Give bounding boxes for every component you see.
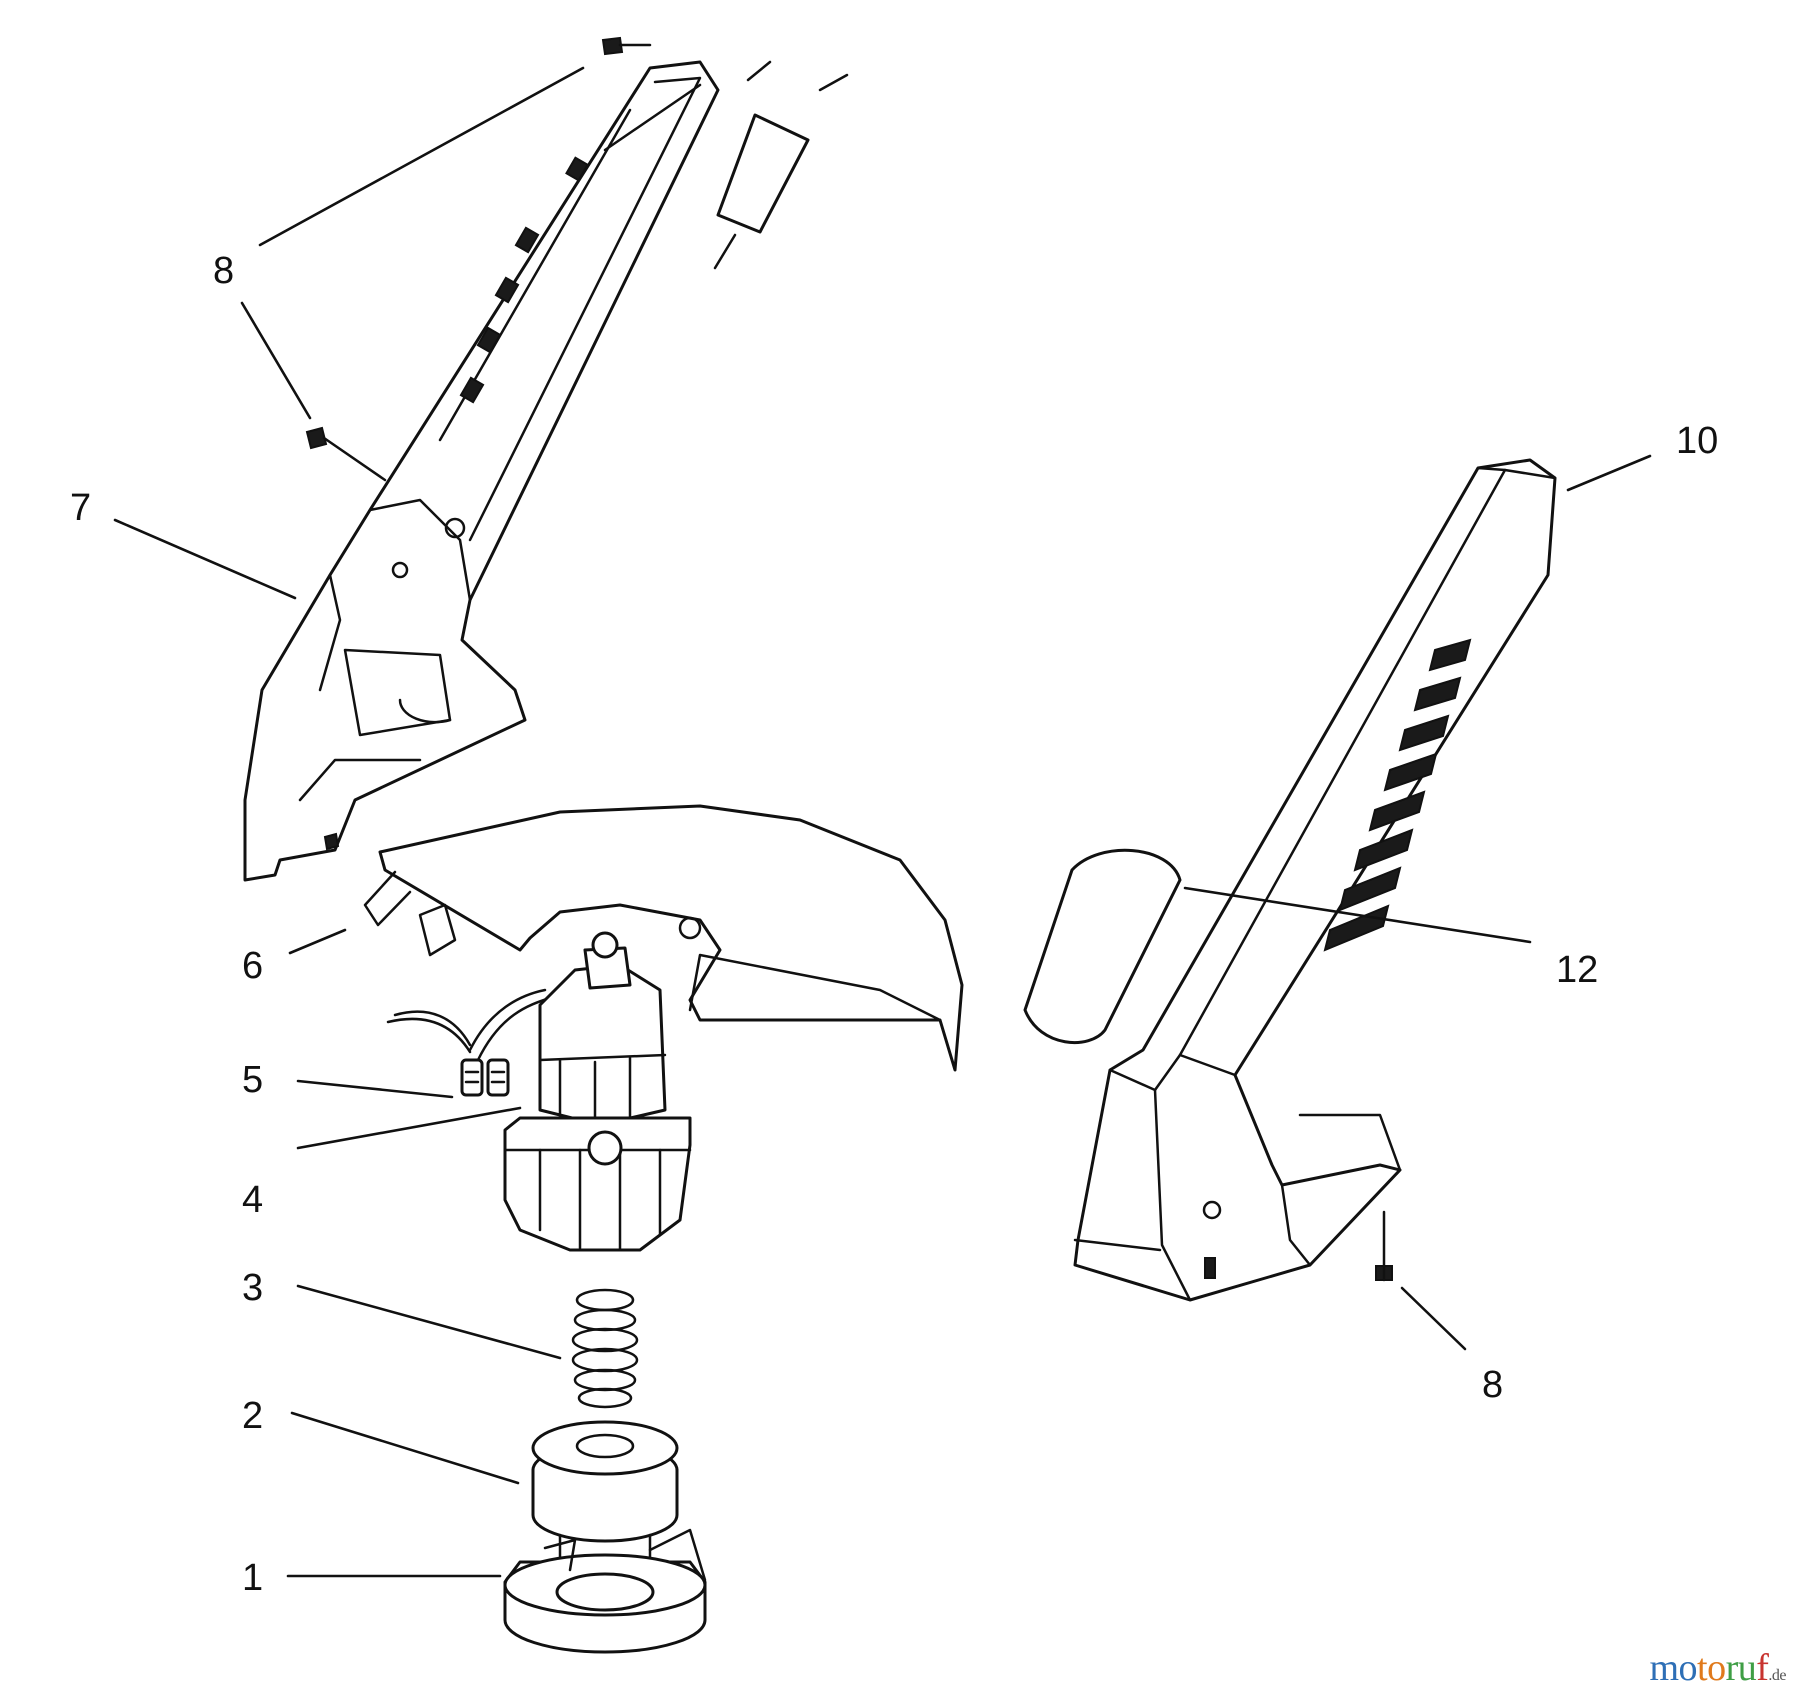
- watermark-part-2: to: [1697, 1647, 1726, 1689]
- callout-8-top: 8: [213, 250, 234, 292]
- watermark-logo: motoruf.de: [1649, 1646, 1786, 1690]
- callout-1: 1: [242, 1557, 263, 1599]
- screw-small-part: [323, 832, 340, 851]
- screw-right-part: [1375, 1210, 1393, 1282]
- callout-3: 3: [242, 1267, 263, 1309]
- callout-5: 5: [242, 1059, 263, 1101]
- watermark-tld: .de: [1768, 1667, 1786, 1684]
- switch-insert-part: [1023, 848, 1182, 1044]
- lower-housing-part: [1073, 458, 1557, 1302]
- upper-housing-part: [243, 60, 720, 882]
- callout-labels: 8 7 10 12 6 5 4 3 2 1 8: [70, 250, 1718, 1599]
- callout-2: 2: [242, 1395, 263, 1437]
- callout-4: 4: [242, 1179, 263, 1221]
- spool-part: [531, 1420, 679, 1577]
- callout-12: 12: [1556, 949, 1598, 991]
- callout-7: 7: [70, 487, 91, 529]
- callout-8-right: 8: [1482, 1364, 1503, 1406]
- motor-part: [503, 931, 692, 1252]
- spool-retainer-part: [503, 1528, 707, 1654]
- watermark-part-4: f: [1756, 1647, 1769, 1689]
- shaft-tube-part: [713, 60, 849, 270]
- screw-top-part: [601, 36, 652, 56]
- wire-leads-part: [386, 988, 552, 1097]
- callout-10: 10: [1676, 420, 1718, 462]
- spring-part: [571, 1288, 639, 1409]
- leader-lines: [113, 66, 1652, 1578]
- screw-middle-part: [305, 426, 387, 482]
- watermark-part-3: ru: [1725, 1647, 1757, 1689]
- callout-6: 6: [242, 945, 263, 987]
- watermark-part-1: mo: [1649, 1647, 1698, 1689]
- guard-deflector-part: [363, 804, 964, 1072]
